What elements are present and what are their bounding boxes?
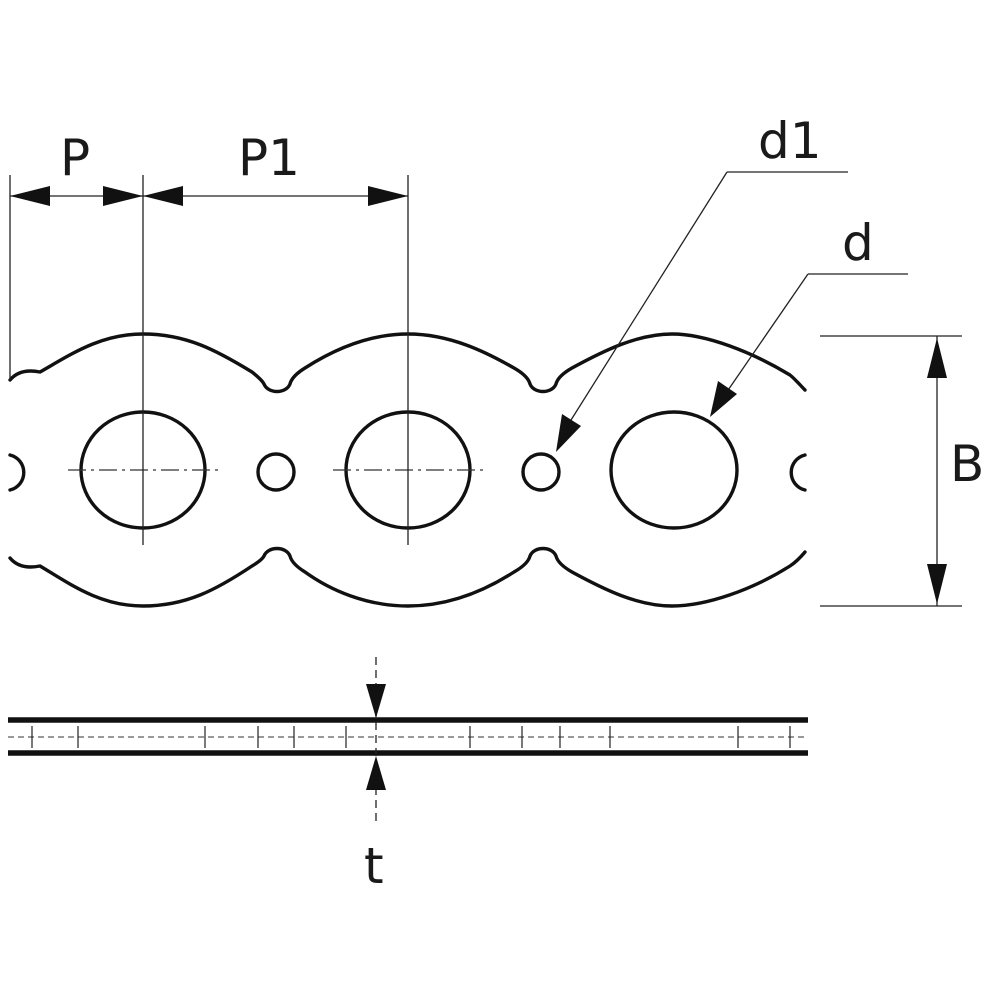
label-d1: d1: [758, 112, 822, 170]
strip-bottom-edge: [8, 546, 807, 608]
arrow-head: [366, 684, 386, 718]
label-d: d: [842, 214, 874, 272]
side-view: [8, 717, 808, 756]
small-hole-partial-right: [789, 453, 807, 492]
arrow-head: [927, 338, 947, 378]
arrow-head: [103, 186, 143, 206]
arrow-head: [556, 414, 581, 452]
label-b: B: [950, 435, 984, 493]
small-hole-partial-left: [8, 453, 26, 492]
width-dimension: B: [820, 335, 984, 607]
label-p1: P1: [238, 129, 300, 187]
label-t: t: [364, 837, 384, 895]
arrow-head: [927, 564, 947, 604]
small-hole: [256, 452, 296, 492]
thickness-dimension: t: [364, 657, 386, 895]
d1-leader: d1: [556, 112, 848, 452]
large-hole: [609, 410, 739, 530]
d-leader: d: [710, 214, 908, 417]
arrow-head: [710, 381, 737, 417]
arrow-head: [368, 186, 408, 206]
arrow-head: [143, 186, 183, 206]
label-p: P: [60, 129, 90, 187]
arrow-head: [10, 186, 50, 206]
pitch-dimension: P P1: [9, 129, 409, 545]
small-hole: [521, 452, 561, 492]
arrow-head: [366, 756, 386, 790]
